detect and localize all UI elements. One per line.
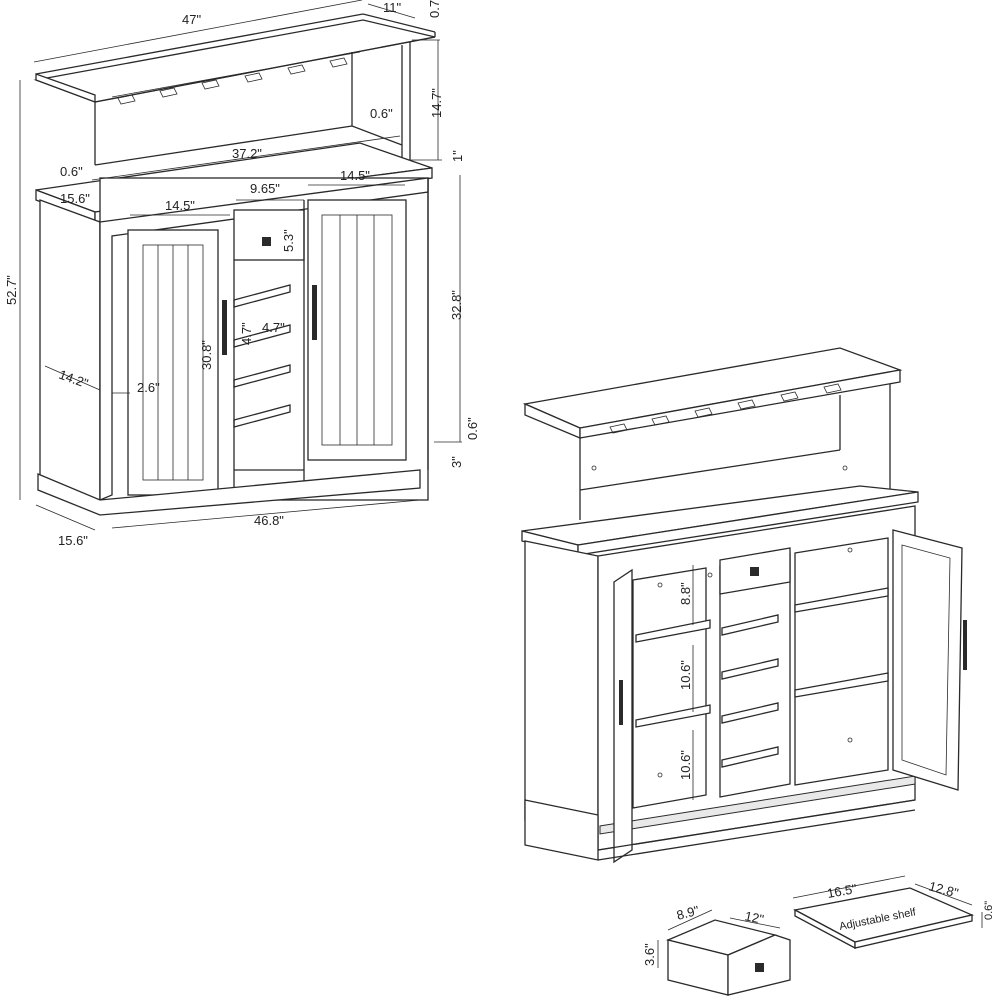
dim-hutch-inner-width: 37.2" [232,146,262,161]
dim-rack-gap-a: 4.7" [239,322,254,345]
drawer-detail: 8.9" 12" 3.6" [642,902,791,996]
wine-rack-shelves [233,284,291,428]
dim-drawer-depth: 12" [743,908,765,927]
open-door-right [892,529,963,791]
dim-base-height: 3" [449,456,464,468]
dim-door-height: 30.8" [199,340,214,370]
dim-drawer-height: 3.6" [642,943,657,966]
dim-counter-depth: 15.6" [60,191,90,206]
dim-shelf-thickness: 0.6" [983,901,995,920]
shelf-detail: 16.5" 12.8" 0.6" Adjustable shelf [792,875,995,950]
dim-overall-width: 47" [182,12,201,27]
open-right-bay [794,537,889,786]
hutch-top-slab [33,19,436,103]
dim-door-right-width: 14.5" [340,168,370,183]
dim-door-left-width: 14.5" [165,198,195,213]
dim-base-width: 46.8" [254,513,284,528]
dim-total-height: 52.7" [4,275,19,305]
cabinet-base [37,469,421,516]
dim-top-thickness: 0.7" [427,0,442,18]
drawer-front [233,209,305,261]
door-left-handle [222,300,227,355]
dim-door-offset: 2.6" [137,380,160,395]
cabinet-left-side [39,199,101,501]
dim-lower-shelf-gap: 10.6" [678,750,693,780]
front-view: 47" 11" 0.7" 14.7" 0.6" 37.2" 0.6" 1" 15… [4,0,480,548]
front-dimension-lines [19,0,462,531]
drawer-knob [262,237,271,246]
hutch-top-edge [35,73,96,103]
open-door-right-handle [963,620,967,670]
open-cabinet-side [524,540,599,836]
dim-hutch-side-offset: 0.6" [60,164,83,179]
dim-hutch-back-offset: 0.6" [370,106,393,121]
dim-upper-shelf-gap: 8.8" [678,582,693,605]
dim-cabinet-height: 32.8" [449,290,464,320]
dim-base-depth: 15.6" [58,533,88,548]
drawer-detail-knob [755,963,764,972]
dim-drawer-height: 5.3" [281,229,296,252]
dim-toe-kick: 0.6" [465,417,480,440]
dim-shelf-width: 16.5" [826,881,858,901]
dim-drawer-width: 8.9" [675,902,701,922]
dim-hutch-height: 14.7" [429,88,444,118]
door-right-handle [312,285,317,340]
open-view: 8.8" 10.6" 10.6" [521,347,967,864]
dim-middle-shelf-gap: 10.6" [678,660,693,690]
dim-rack-gap-b: 4.7" [262,320,285,335]
dim-top-depth: 11" [383,0,401,15]
glass-rack [111,51,361,105]
dim-center-width: 9.65" [250,181,280,196]
open-left-bay [632,567,707,809]
dim-counter-thickness: 1" [450,150,465,162]
open-glass-rack [609,383,842,434]
